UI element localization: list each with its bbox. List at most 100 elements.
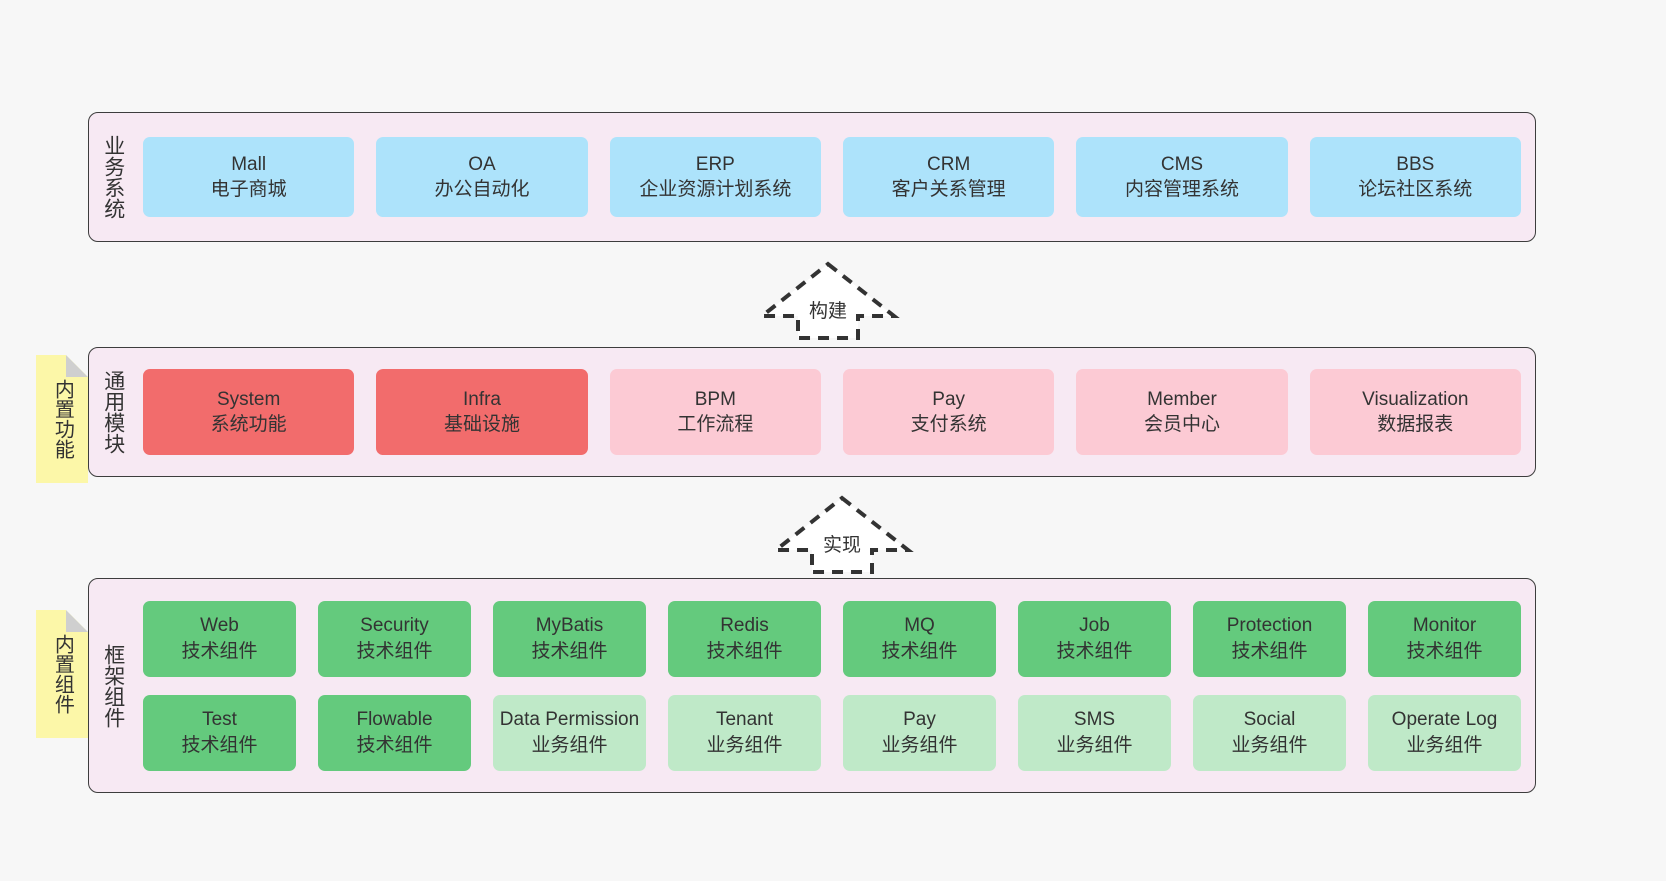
card-flowable[interactable]: Flowable 技术组件 bbox=[318, 694, 471, 771]
card-title: SMS bbox=[1073, 709, 1116, 731]
card-monitor[interactable]: Monitor 技术组件 bbox=[1368, 600, 1521, 677]
card-subtitle: 支付系统 bbox=[910, 414, 987, 435]
card-title: Visualization bbox=[1362, 388, 1469, 410]
card-title: Flowable bbox=[356, 709, 433, 731]
note-label: 内置组件 bbox=[51, 634, 74, 714]
card-system[interactable]: System 系统功能 bbox=[143, 369, 355, 455]
card-subtitle: 电子商城 bbox=[210, 179, 287, 200]
card-subtitle: 业务组件 bbox=[531, 734, 608, 756]
card-cms[interactable]: CMS 内容管理系统 bbox=[1076, 137, 1288, 217]
card-bbs[interactable]: BBS 论坛社区系统 bbox=[1309, 137, 1521, 217]
card-title: BBS bbox=[1396, 153, 1435, 175]
card-title: Social bbox=[1243, 709, 1296, 731]
card-subtitle: 系统功能 bbox=[210, 414, 287, 435]
card-subtitle: 内容管理系统 bbox=[1124, 179, 1239, 200]
card-subtitle: 技术组件 bbox=[531, 640, 608, 662]
card-title: Mall bbox=[231, 153, 267, 175]
layer-body-business: Mall 电子商城 OA 办公自动化 ERP 企业资源计划系统 CRM 客户关系… bbox=[137, 113, 1535, 241]
card-title: Pay bbox=[932, 388, 966, 410]
card-title: OA bbox=[468, 153, 496, 175]
card-title: MyBatis bbox=[535, 615, 604, 637]
card-title: Tenant bbox=[715, 709, 774, 731]
card-sms[interactable]: SMS 业务组件 bbox=[1018, 694, 1171, 771]
card-title: Data Permission bbox=[499, 709, 640, 731]
layer-business-systems: 业务系统 Mall 电子商城 OA 办公自动化 ERP 企业资源计划系统 CRM bbox=[88, 112, 1536, 242]
card-subtitle: 技术组件 bbox=[881, 640, 958, 662]
card-title: CRM bbox=[927, 153, 971, 175]
card-mq[interactable]: MQ 技术组件 bbox=[843, 600, 996, 677]
card-subtitle: 业务组件 bbox=[1231, 734, 1308, 756]
card-title: ERP bbox=[695, 153, 735, 175]
card-visualization[interactable]: Visualization 数据报表 bbox=[1309, 369, 1521, 455]
card-title: Infra bbox=[462, 388, 501, 410]
card-subtitle: 办公自动化 bbox=[434, 179, 530, 200]
note-fold-corner bbox=[66, 355, 88, 377]
business-card-row: Mall 电子商城 OA 办公自动化 ERP 企业资源计划系统 CRM 客户关系… bbox=[143, 137, 1521, 217]
note-builtin-components: 内置组件 bbox=[36, 610, 88, 738]
card-oa[interactable]: OA 办公自动化 bbox=[376, 137, 588, 217]
card-title: System bbox=[216, 388, 281, 410]
card-title: Redis bbox=[720, 615, 769, 637]
card-pay-component[interactable]: Pay 业务组件 bbox=[843, 694, 996, 771]
card-data-permission[interactable]: Data Permission 业务组件 bbox=[493, 694, 646, 771]
card-title: Protection bbox=[1226, 615, 1313, 637]
card-tenant[interactable]: Tenant 业务组件 bbox=[668, 694, 821, 771]
card-erp[interactable]: ERP 企业资源计划系统 bbox=[609, 137, 821, 217]
framework-row-technical: Web 技术组件 Security 技术组件 MyBatis 技术组件 Redi… bbox=[143, 600, 1521, 677]
note-label: 内置功能 bbox=[51, 379, 74, 459]
card-title: Pay bbox=[903, 709, 936, 731]
card-title: Web bbox=[200, 615, 239, 637]
card-web[interactable]: Web 技术组件 bbox=[143, 600, 296, 677]
card-mybatis[interactable]: MyBatis 技术组件 bbox=[493, 600, 646, 677]
card-subtitle: 技术组件 bbox=[1056, 640, 1133, 662]
card-job[interactable]: Job 技术组件 bbox=[1018, 600, 1171, 677]
card-subtitle: 业务组件 bbox=[1406, 734, 1483, 756]
card-pay[interactable]: Pay 支付系统 bbox=[842, 369, 1055, 455]
arrow-build-label: 构建 bbox=[808, 301, 847, 322]
arrow-implement: 实现 bbox=[768, 492, 916, 578]
card-subtitle: 业务组件 bbox=[1056, 734, 1133, 756]
card-subtitle: 业务组件 bbox=[881, 734, 958, 756]
card-title: Member bbox=[1147, 388, 1217, 410]
card-test[interactable]: Test 技术组件 bbox=[143, 694, 296, 771]
card-security[interactable]: Security 技术组件 bbox=[318, 600, 471, 677]
card-title: Operate Log bbox=[1391, 709, 1498, 731]
note-fold-corner bbox=[66, 610, 88, 632]
card-subtitle: 论坛社区系统 bbox=[1358, 179, 1473, 200]
card-title: BPM bbox=[694, 388, 736, 410]
card-subtitle: 企业资源计划系统 bbox=[639, 179, 792, 200]
card-title: Monitor bbox=[1412, 615, 1477, 637]
card-title: CMS bbox=[1160, 153, 1204, 175]
card-mall[interactable]: Mall 电子商城 bbox=[143, 137, 355, 217]
card-member[interactable]: Member 会员中心 bbox=[1076, 369, 1288, 455]
card-subtitle: 客户关系管理 bbox=[891, 179, 1006, 200]
card-subtitle: 业务组件 bbox=[706, 734, 783, 756]
layer-common-modules: 通用模块 System 系统功能 Infra 基础设施 BPM 工作流程 Pay bbox=[88, 347, 1536, 477]
layer-title-common: 通用模块 bbox=[101, 370, 125, 454]
card-subtitle: 会员中心 bbox=[1143, 414, 1220, 435]
card-subtitle: 技术组件 bbox=[1406, 640, 1483, 662]
arrow-build-shape bbox=[756, 261, 900, 340]
card-subtitle: 技术组件 bbox=[181, 640, 258, 662]
common-card-row: System 系统功能 Infra 基础设施 BPM 工作流程 Pay 支付系统… bbox=[143, 369, 1521, 455]
card-crm[interactable]: CRM 客户关系管理 bbox=[842, 137, 1055, 217]
layer-body-common: System 系统功能 Infra 基础设施 BPM 工作流程 Pay 支付系统… bbox=[137, 348, 1535, 476]
card-subtitle: 工作流程 bbox=[677, 414, 754, 435]
card-redis[interactable]: Redis 技术组件 bbox=[668, 600, 821, 677]
layer-title-business: 业务系统 bbox=[101, 135, 125, 219]
card-subtitle: 技术组件 bbox=[356, 640, 433, 662]
arrow-implement-shape bbox=[770, 495, 914, 574]
card-subtitle: 数据报表 bbox=[1377, 414, 1454, 435]
card-title: Job bbox=[1079, 615, 1110, 637]
arrow-build: 构建 bbox=[754, 258, 902, 344]
card-operate-log[interactable]: Operate Log 业务组件 bbox=[1368, 694, 1521, 771]
card-subtitle: 技术组件 bbox=[356, 734, 433, 756]
card-infra[interactable]: Infra 基础设施 bbox=[376, 369, 588, 455]
card-title: MQ bbox=[904, 615, 935, 637]
card-protection[interactable]: Protection 技术组件 bbox=[1193, 600, 1346, 677]
card-social[interactable]: Social 业务组件 bbox=[1193, 694, 1346, 771]
card-bpm[interactable]: BPM 工作流程 bbox=[609, 369, 821, 455]
card-subtitle: 技术组件 bbox=[706, 640, 783, 662]
card-subtitle: 技术组件 bbox=[181, 734, 258, 756]
